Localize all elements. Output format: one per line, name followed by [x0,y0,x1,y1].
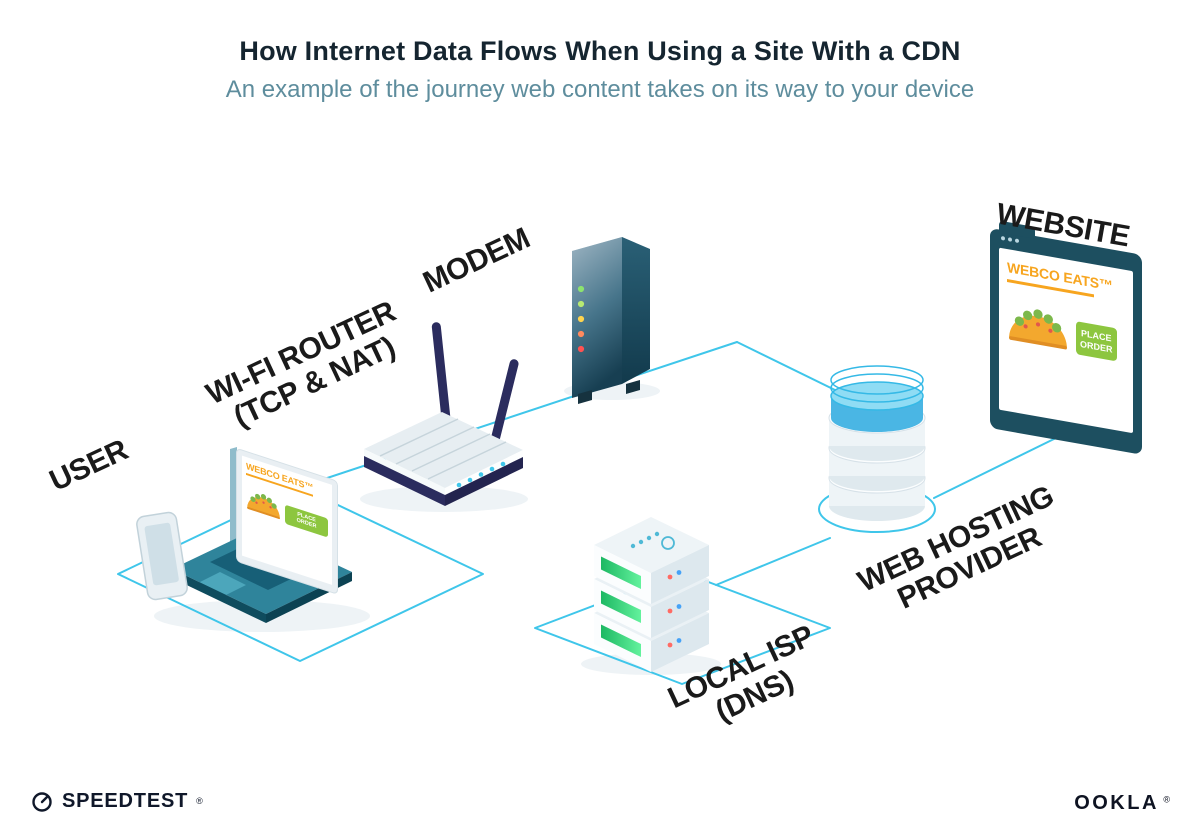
header: How Internet Data Flows When Using a Sit… [0,36,1200,104]
isp-server-illustration [594,517,709,672]
router-led-lights [456,461,506,488]
page-title: How Internet Data Flows When Using a Sit… [239,36,961,66]
server-top-controls [630,531,675,550]
modem-foot [626,380,640,394]
speedtest-logo: SPEEDTEST ® [30,789,203,813]
link-isp-hosting [715,537,831,586]
speedtest-trademark: ® [196,796,203,806]
ookla-wordmark: OOKLA [1074,792,1159,814]
server-green-bar [601,556,641,589]
router-antenna [431,322,452,430]
taco-icon [247,493,280,520]
laptop-screen: WEBCO EATS™ PLACE ORDER [237,449,337,594]
server-green-bar [601,590,641,623]
taco-icon [1009,309,1067,350]
link-hosting-website [933,436,1059,499]
phone-illustration [136,511,188,601]
router-illustration [364,322,523,506]
website-browser-window: WEBCO EATS™ PLACE ORDER [990,220,1142,455]
modem-foot [578,390,592,404]
page-subtitle: An example of the journey web content ta… [225,76,975,103]
laptop-place-order-button: PLACE ORDER [285,504,328,538]
modem-illustration [572,237,650,404]
browser-page: WEBCO EATS™ PLACE ORDER [999,247,1133,434]
db-glass-rings [830,365,924,403]
speedtest-wordmark: SPEEDTEST [62,789,189,812]
gauge-icon [32,792,52,812]
hosting-db-illustration [828,365,926,521]
ookla-logo: OOKLA ® [1074,792,1170,815]
window-dots-icon [1001,235,1019,244]
router-antenna [490,359,519,445]
modem-led-lights [577,285,585,353]
server-green-bar [601,624,641,657]
ookla-trademark: ® [1163,794,1170,805]
laptop-trackpad [196,572,246,597]
router-vents [379,418,507,480]
place-order-button: PLACE ORDER [1076,321,1117,362]
